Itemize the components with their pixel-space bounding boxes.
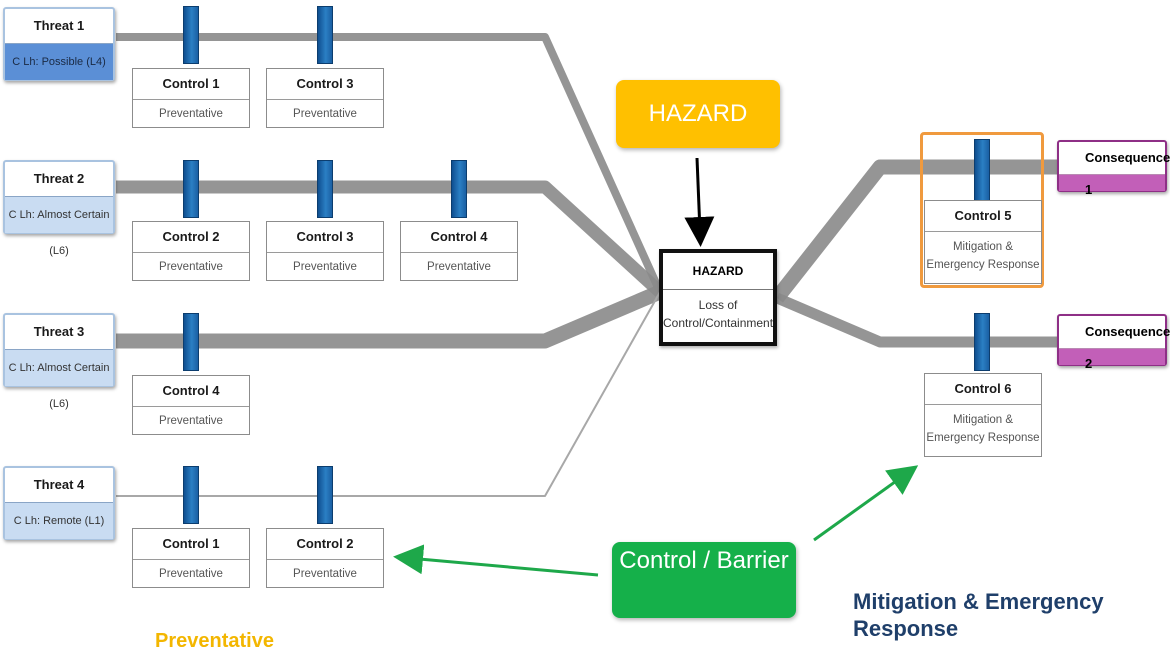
- control-box[interactable]: Control 2 Preventative: [266, 528, 384, 588]
- barrier-post: [317, 160, 333, 218]
- control-box[interactable]: Control 4 Preventative: [400, 221, 518, 281]
- control-type: Mitigation & Emergency Response: [926, 414, 1040, 444]
- control-box[interactable]: Control 3 Preventative: [266, 221, 384, 281]
- consequence-1-pathway: [771, 159, 1060, 303]
- consequence-bar: [1059, 175, 1165, 191]
- threat-1-pathway: [116, 33, 664, 294]
- threat-4-likelihood: C Lh: Remote (L1): [5, 503, 113, 539]
- control-title: Control 6: [925, 374, 1041, 405]
- control-box[interactable]: Control 6 Mitigation & Emergency Respons…: [924, 373, 1042, 457]
- threat-3-pathway: [116, 285, 663, 349]
- control-title: Control 1: [133, 529, 249, 560]
- threat-2-pathway: [116, 180, 665, 297]
- threat-1-likelihood: C Lh: Possible (L4): [5, 44, 113, 80]
- consequence-bar: [1059, 349, 1165, 365]
- threat-4-box[interactable]: Threat 4 C Lh: Remote (L1): [3, 466, 115, 540]
- control-type: Preventative: [159, 108, 223, 120]
- threat-1-box[interactable]: Threat 1 C Lh: Possible (L4): [3, 7, 115, 81]
- barrier-post: [317, 6, 333, 64]
- threat-4-title: Threat 4: [5, 468, 113, 503]
- control-type: Preventative: [427, 261, 491, 273]
- barrier-post: [183, 313, 199, 371]
- control-box[interactable]: Control 1 Preventative: [132, 68, 250, 128]
- barrier-post: [451, 160, 467, 218]
- control-title: Control 4: [401, 222, 517, 253]
- control-title: Control 4: [133, 376, 249, 407]
- threat-3-box[interactable]: Threat 3 C Lh: Almost Certain (L6): [3, 313, 115, 410]
- control-box[interactable]: Control 1 Preventative: [132, 528, 250, 588]
- hazard-event: Loss of Control/Containment: [663, 298, 774, 330]
- mitigation-label: Mitigation & Emergency Response: [853, 589, 1104, 641]
- control-box[interactable]: Control 3 Preventative: [266, 68, 384, 128]
- barrier-post: [183, 160, 199, 218]
- preventative-label: Preventative: [155, 630, 274, 652]
- preventative-arrow: [393, 544, 599, 577]
- control-title: Control 2: [133, 222, 249, 253]
- highlight-frame: [920, 132, 1044, 288]
- consequence-2-title: Consequence 2: [1059, 316, 1170, 371]
- control-type: Preventative: [159, 415, 223, 427]
- threat-3-likelihood: C Lh: Almost Certain (L6): [5, 350, 113, 410]
- control-title: Control 1: [133, 69, 249, 100]
- barrier-post: [183, 6, 199, 64]
- control-title: Control 3: [267, 222, 383, 253]
- barrier-post: [317, 466, 333, 524]
- control-type: Preventative: [293, 568, 357, 580]
- control-title: Control 2: [267, 529, 383, 560]
- control-type: Preventative: [159, 568, 223, 580]
- control-type: Mitigation & Emergency Response: [926, 241, 1040, 271]
- control-type: Preventative: [293, 108, 357, 120]
- control-title: Control 5: [925, 201, 1041, 232]
- threat-1-title: Threat 1: [5, 9, 113, 44]
- control-box[interactable]: Control 4 Preventative: [132, 375, 250, 435]
- threat-2-title: Threat 2: [5, 162, 113, 197]
- consequence-1-title: Consequence 1: [1059, 142, 1170, 197]
- consequence-2-box[interactable]: Consequence 2: [1057, 314, 1170, 371]
- control-barrier-callout: Control / Barrier: [612, 542, 796, 618]
- threat-2-box[interactable]: Threat 2 C Lh: Almost Certain (L6): [3, 160, 115, 257]
- control-title: Control 3: [267, 69, 383, 100]
- mitigation-arrow: [813, 465, 919, 542]
- hazard-top-event[interactable]: HAZARD Loss of Control/Containment: [659, 249, 777, 346]
- hazard-callout: HAZARD: [616, 80, 780, 148]
- consequence-2-pathway: [774, 292, 1060, 348]
- threat-3-title: Threat 3: [5, 315, 113, 350]
- barrier-post: [974, 313, 990, 371]
- consequence-1-box[interactable]: Consequence 1: [1057, 140, 1170, 197]
- control-type: Preventative: [293, 261, 357, 273]
- barrier-post: [183, 466, 199, 524]
- threat-2-likelihood: C Lh: Almost Certain (L6): [5, 197, 113, 257]
- control-box[interactable]: Control 2 Preventative: [132, 221, 250, 281]
- threat-4-pathway: [116, 291, 661, 497]
- hazard-arrow: [684, 157, 715, 247]
- control-box[interactable]: Control 5 Mitigation & Emergency Respons…: [924, 200, 1042, 284]
- hazard-title: HAZARD: [663, 253, 773, 290]
- control-type: Preventative: [159, 261, 223, 273]
